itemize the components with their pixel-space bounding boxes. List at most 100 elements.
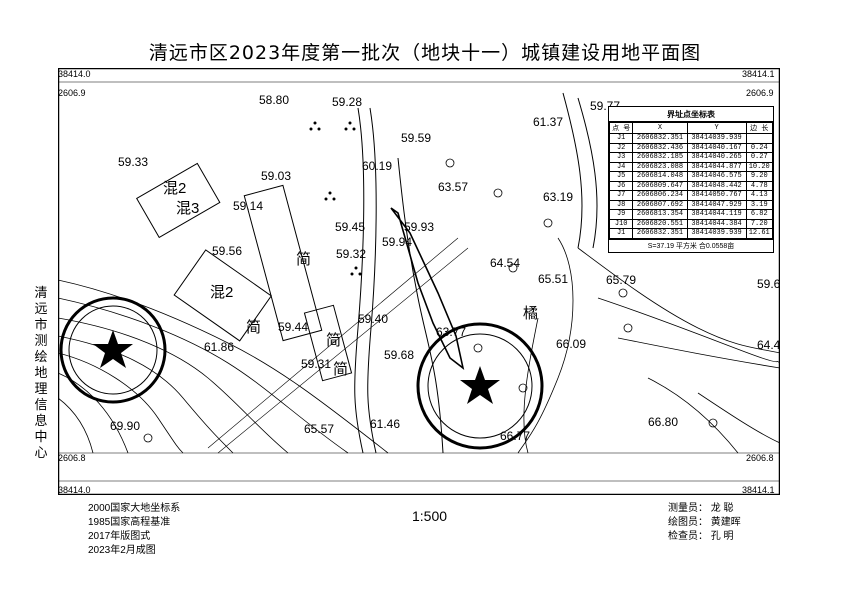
- table-cell: 38414040.265: [686, 152, 747, 163]
- table-cell: J6: [608, 180, 634, 191]
- map-title: 清远市区2023年度第一批次（地块十一）城镇建设用地平面图: [148, 42, 702, 64]
- point-symbols: [309, 121, 362, 276]
- table-cell: 38414044.119: [686, 209, 747, 220]
- table-cell: 38414048.442: [686, 180, 747, 191]
- parcel-boundary: [390, 207, 465, 370]
- area-summary: S=37.19 平方米 合0.0558亩: [609, 238, 773, 252]
- table-cell: 38414046.575: [686, 171, 747, 182]
- side-char: 息: [34, 414, 48, 429]
- elev-label: 59.28: [332, 95, 362, 109]
- building-label: 混2: [210, 284, 233, 301]
- corner-tr-x: 38414.1: [742, 69, 775, 79]
- footer-line: 2000国家大地坐标系: [88, 503, 181, 514]
- side-char: 绘: [34, 350, 48, 365]
- table-cell: 0.24: [745, 142, 773, 153]
- table-cell: J9: [608, 209, 634, 220]
- table-cell: J5: [608, 171, 634, 182]
- footer-right: 测量员： 龙 聪 绘图员： 黄建晖 检查员： 孔 明: [668, 502, 741, 544]
- table-cell: [745, 133, 773, 144]
- elev-label: 64.54: [490, 256, 520, 270]
- table-cell: 2606807.692: [632, 199, 688, 210]
- map-canvas: 58.80 59.28 59.77 61.37 59.59 59.33 60.1…: [58, 68, 780, 495]
- building-3: [243, 184, 323, 342]
- side-text: 清远市测绘地理信息中心: [33, 286, 49, 462]
- building-1: [136, 162, 221, 239]
- table-cell: 2606806.234: [632, 190, 688, 201]
- table-cell: 38414050.767: [686, 190, 747, 201]
- table-cell: J2: [608, 142, 634, 153]
- building-4: [303, 304, 353, 382]
- table-cell: 38414039.939: [686, 133, 747, 144]
- corner-bl-y: 2606.8: [58, 453, 86, 463]
- corner-br-x: 38414.1: [742, 485, 775, 495]
- elev-label: 63.19: [543, 190, 573, 204]
- elev-label: 65.51: [538, 272, 568, 286]
- elev-label: 59.68: [384, 348, 414, 362]
- side-char: 清: [34, 286, 48, 301]
- corner-tr-y: 2606.9: [746, 88, 774, 98]
- elev-label: 61.86: [204, 340, 234, 354]
- elev-label: 59.14: [233, 199, 263, 213]
- table-cell: 12.61: [745, 228, 773, 239]
- table-cell: J1: [608, 133, 634, 144]
- elev-label: 59.33: [118, 155, 148, 169]
- footer-line: 2017年版图式: [88, 531, 151, 542]
- elev-label: 66.80: [648, 415, 678, 429]
- checker: 检查员： 孔 明: [668, 531, 734, 542]
- building-label: 简: [333, 361, 348, 378]
- table-cell: 7.20: [745, 218, 773, 229]
- elev-label: 61.37: [533, 115, 563, 129]
- table-cell: 38414039.939: [686, 228, 747, 239]
- table-cell: J10: [608, 218, 634, 229]
- elev-label: 66.09: [556, 337, 586, 351]
- col-header: Y: [686, 122, 747, 134]
- building-label: 混3: [176, 200, 199, 217]
- side-char: 信: [34, 398, 48, 413]
- table-cell: 6.82: [745, 209, 773, 220]
- elev-label: 60.19: [362, 159, 392, 173]
- table-cell: 2606832.185: [632, 152, 688, 163]
- table-cell: J4: [608, 161, 634, 172]
- elev-label: 59.56: [212, 244, 242, 258]
- side-char: 理: [34, 382, 48, 397]
- table-cell: 2606814.048: [632, 171, 688, 182]
- elev-label: 59.31: [301, 357, 331, 371]
- table-cell: 2606813.354: [632, 209, 688, 220]
- building-label: 简: [296, 251, 311, 268]
- tree-symbols: [143, 158, 718, 443]
- col-header: X: [632, 122, 688, 134]
- col-header: 边 长: [745, 122, 773, 134]
- table-cell: 2606809.647: [632, 180, 688, 191]
- side-char: 远: [34, 302, 48, 317]
- table-cell: 38414047.929: [686, 199, 747, 210]
- table-cell: J1: [608, 228, 634, 239]
- table-cell: 4.78: [745, 180, 773, 191]
- table-cell: 10.20: [745, 161, 773, 172]
- table-cell: 2606820.551: [632, 218, 688, 229]
- table-cell: J7: [608, 190, 634, 201]
- side-char: 地: [34, 366, 48, 381]
- building-labels: 混2 混3 混2 简 简 简 简 橘: [163, 180, 538, 378]
- elev-label: 59.66: [757, 277, 780, 291]
- table-cell: 2606823.088: [632, 161, 688, 172]
- table-cell: 38414040.167: [686, 142, 747, 153]
- table-cell: 2606832.351: [632, 133, 688, 144]
- drafter: 绘图员： 黄建晖: [668, 517, 741, 528]
- elev-label: 59.03: [261, 169, 291, 183]
- table-cell: 0.27: [745, 152, 773, 163]
- buildings: [136, 162, 353, 382]
- building-label: 简: [246, 319, 261, 336]
- table-cell: 2606832.351: [632, 228, 688, 239]
- elev-label: 63.57: [438, 180, 468, 194]
- elev-label: 59.93: [404, 220, 434, 234]
